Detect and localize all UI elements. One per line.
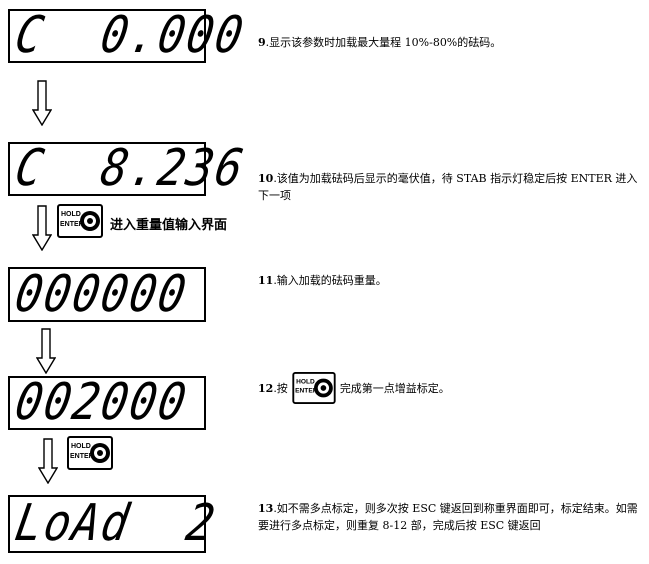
lcd-display-5: LoAd 2 <box>8 494 221 553</box>
step-number: 11 <box>258 274 274 287</box>
down-arrow-icon <box>32 205 52 251</box>
step-13-description: 13.如不需多点标定，则多次按 ESC 键返回到称重界面即可，标定结束。如需要进… <box>258 500 642 534</box>
lcd-readout: LoAd 2 <box>10 494 221 553</box>
lcd-display-3: 000000 <box>8 264 206 324</box>
step-text-before: .按 <box>273 381 288 395</box>
step-text: .显示该参数时加载最大量程 10%-80%的砝码。 <box>265 36 502 49</box>
button-label-line2: ENTER <box>295 388 318 395</box>
lcd-display-1: C 0.000 <box>8 6 250 65</box>
down-arrow-icon <box>36 328 56 374</box>
lcd-display-2: C 8.236 <box>8 139 250 198</box>
step-text: .如不需多点标定，则多次按 ESC 键返回到称重界面即可，标定结束。如需要进行多… <box>258 502 638 532</box>
step-12-description: 12.按 HOLD ENTER 完成第一点增益标定。 <box>258 372 642 404</box>
step-number: 9 <box>258 36 266 49</box>
button-label-line1: HOLD <box>61 211 81 218</box>
lcd-readout: C 0.000 <box>10 6 250 65</box>
enter-weight-label: 进入重量值输入界面 <box>110 218 228 233</box>
button-label-line1: HOLD <box>71 443 91 450</box>
hold-enter-button-icon: HOLD ENTER <box>57 204 103 238</box>
step-number: 10 <box>258 172 274 185</box>
lcd-readout: 000000 <box>10 264 193 324</box>
lcd-readout: 002000 <box>10 373 193 432</box>
step-text: .该值为加载砝码后显示的毫伏值，待 STAB 指示灯稳定后按 ENTER 进入下… <box>258 172 638 202</box>
down-arrow-icon <box>32 80 52 126</box>
hold-enter-button-icon: HOLD ENTER <box>292 372 336 404</box>
button-label-line2: ENTER <box>60 221 84 228</box>
button-label-line1: HOLD <box>296 378 315 385</box>
hold-enter-button-icon: HOLD ENTER <box>67 436 113 470</box>
step-number: 12 <box>258 381 274 395</box>
step-number: 13 <box>258 502 274 515</box>
button-label-line2: ENTER <box>70 453 94 460</box>
step-11-description: 11.输入加载的砝码重量。 <box>258 272 642 289</box>
step-text-after: 完成第一点增益标定。 <box>339 381 450 395</box>
step-10-description: 10.该值为加载砝码后显示的毫伏值，待 STAB 指示灯稳定后按 ENTER 进… <box>258 170 642 204</box>
down-arrow-icon <box>38 438 58 484</box>
lcd-display-4: 002000 <box>8 373 206 432</box>
step-text: .输入加载的砝码重量。 <box>273 274 387 287</box>
lcd-readout: C 8.236 <box>10 139 250 198</box>
step-9-description: 9.显示该参数时加载最大量程 10%-80%的砝码。 <box>258 34 642 51</box>
